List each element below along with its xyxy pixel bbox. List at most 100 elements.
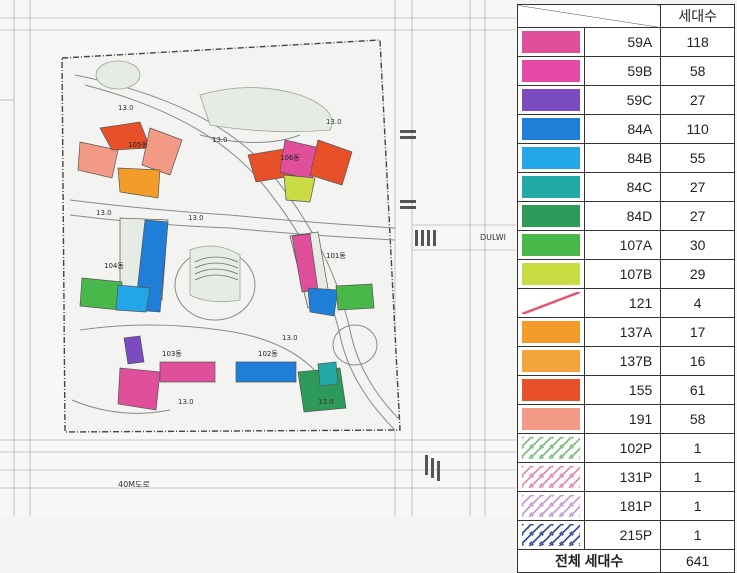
legend-color-swatch: [522, 292, 581, 314]
building-label-103: 103동: [162, 350, 182, 358]
legend-color-swatch: [522, 466, 581, 488]
legend-unit-count: 58: [660, 56, 735, 86]
building-102: 102동: [235, 350, 347, 413]
elevation-label: 13.0: [318, 398, 334, 406]
legend-unit-type: 84C: [584, 172, 662, 202]
legend-color-swatch: [522, 321, 581, 343]
building-label-106: 106동: [280, 154, 300, 162]
legend-unit-type: 84A: [584, 114, 662, 144]
legend-color-swatch: [522, 263, 581, 285]
legend-swatch-cell: [516, 114, 586, 144]
site-plan-drawing: 105동 106동 104동 101동 103동 102동: [0, 0, 516, 516]
road-label-40m: 40M도로: [118, 480, 150, 489]
crosswalks: [400, 130, 440, 481]
building-label-104: 104동: [104, 262, 124, 270]
legend-color-swatch: [522, 31, 581, 53]
legend-color-swatch: [522, 379, 581, 401]
building-101: 101동: [289, 231, 375, 317]
legend-swatch-cell: [516, 433, 586, 463]
legend-swatch-cell: [516, 520, 586, 550]
legend-unit-count: 110: [660, 114, 735, 144]
building-label-101: 101동: [326, 252, 346, 260]
legend-total-value: 641: [660, 549, 735, 573]
legend-swatch-cell: [516, 85, 586, 115]
legend-unit-count: 29: [660, 259, 735, 289]
legend-unit-type: 121: [584, 288, 662, 318]
legend-unit-type: 131P: [584, 462, 662, 492]
legend-unit-type: 84D: [584, 201, 662, 231]
legend-swatch-cell: [516, 491, 586, 521]
legend-color-swatch: [522, 205, 581, 227]
legend-unit-count: 27: [660, 172, 735, 202]
legend-color-swatch: [522, 350, 581, 372]
elevation-label: 13.0: [178, 398, 194, 406]
legend-swatch-cell: [516, 288, 586, 318]
elevation-label: 13.0: [282, 334, 298, 342]
building-106: 106동: [247, 139, 353, 203]
legend-swatch-cell: [516, 201, 586, 231]
elevation-label: 13.0: [212, 136, 228, 144]
legend-unit-type: 102P: [584, 433, 662, 463]
legend-unit-type: 59C: [584, 85, 662, 115]
elevation-labels: 13.0 13.0 13.0 13.0 13.0 13.0 13.0 13.0: [96, 104, 342, 406]
legend-color-swatch: [522, 408, 581, 430]
legend-unit-count: 1: [660, 491, 735, 521]
legend-total-label: 전체 세대수: [516, 549, 662, 573]
legend-color-swatch: [522, 234, 581, 256]
legend-unit-type: 155: [584, 375, 662, 405]
legend-header-count: 세대수: [660, 4, 735, 28]
building-105: 105동: [77, 121, 183, 199]
elevation-label: 13.0: [96, 209, 112, 217]
legend-unit-count: 1: [660, 520, 735, 550]
legend-color-swatch: [522, 524, 581, 546]
legend-swatch-cell: [516, 27, 586, 57]
legend-unit-type: 59B: [584, 56, 662, 86]
legend-unit-count: 118: [660, 27, 735, 57]
legend-swatch-cell: [516, 317, 586, 347]
outer-road-lines: [0, 0, 516, 516]
road-label-dulwi: DULWI: [480, 233, 506, 242]
legend-unit-type: 107A: [584, 230, 662, 260]
legend-color-swatch: [522, 89, 581, 111]
legend-color-swatch: [522, 437, 581, 459]
legend-color-swatch: [522, 176, 581, 198]
legend-color-swatch: [522, 60, 581, 82]
building-label-102: 102동: [258, 350, 278, 358]
legend-unit-count: 17: [660, 317, 735, 347]
legend-unit-count: 4: [660, 288, 735, 318]
building-103: 103동: [117, 335, 216, 411]
legend-swatch-cell: [516, 462, 586, 492]
legend-header-diagonal-cell: [516, 4, 662, 28]
legend-unit-count: 30: [660, 230, 735, 260]
building-label-105: 105동: [128, 141, 148, 149]
legend-unit-count: 1: [660, 462, 735, 492]
legend-swatch-cell: [516, 346, 586, 376]
legend-unit-type: 215P: [584, 520, 662, 550]
legend-unit-type: 107B: [584, 259, 662, 289]
legend-unit-count: 16: [660, 346, 735, 376]
legend-swatch-cell: [516, 230, 586, 260]
legend-total-row: 전체 세대수 641: [516, 549, 735, 573]
legend-unit-count: 27: [660, 201, 735, 231]
legend-unit-type: 84B: [584, 143, 662, 173]
legend-swatch-cell: [516, 143, 586, 173]
elevation-label: 13.0: [188, 214, 204, 222]
legend-unit-type: 137B: [584, 346, 662, 376]
